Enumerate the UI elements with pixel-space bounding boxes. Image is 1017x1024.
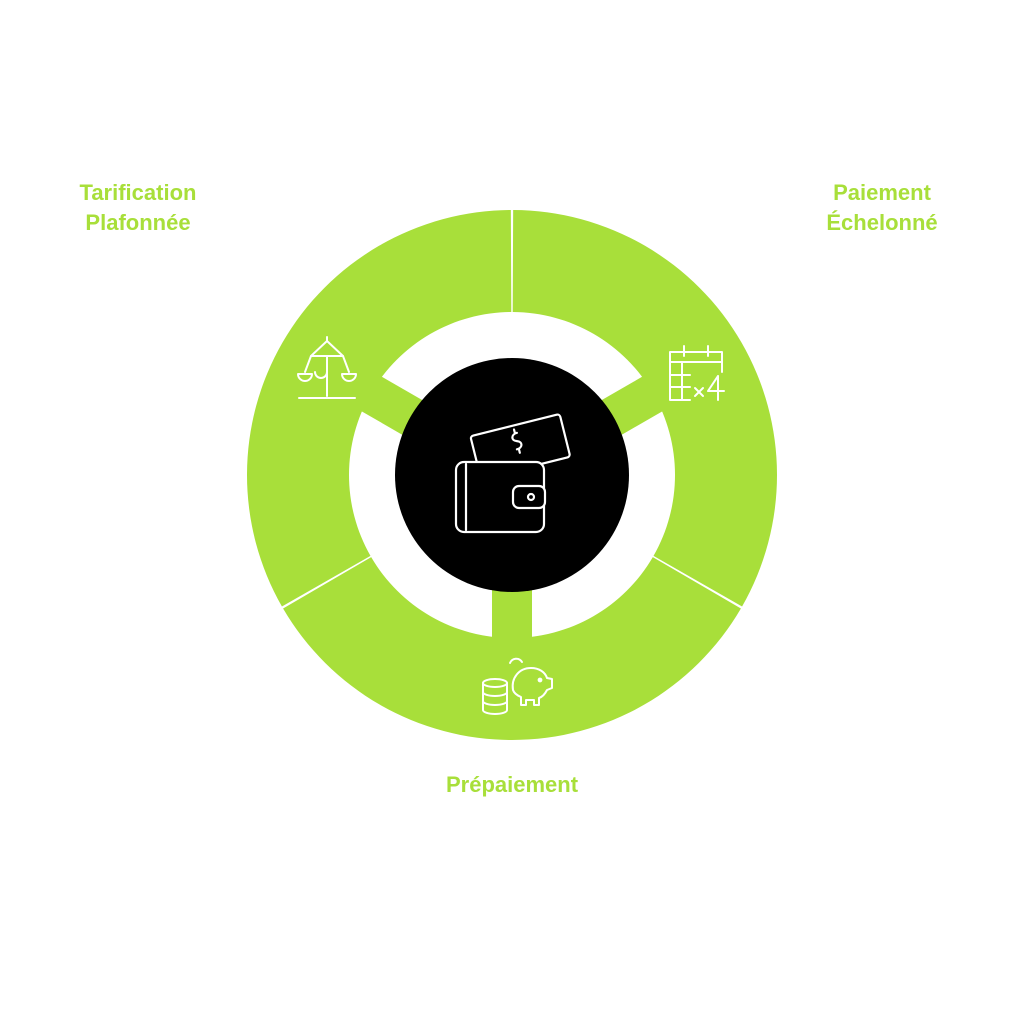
segment-paiement-echelonne	[512, 210, 777, 607]
label-line: Plafonnée	[85, 210, 191, 235]
label-line: Tarification	[79, 180, 197, 205]
label-line: Échelonné	[826, 210, 938, 235]
piggy-bank-coins-icon	[482, 657, 553, 715]
segment-tarification-plafonnee	[246, 210, 512, 607]
segment-prepaiement	[283, 557, 741, 740]
calendar-times-four-icon	[669, 345, 725, 401]
label-paiement-echelonne: Paiement Échelonné	[772, 178, 992, 238]
wallet-with-cash-icon	[454, 413, 571, 534]
label-prepaiement: Prépaiement	[402, 770, 622, 800]
label-tarification-plafonnee: Tarification Plafonnée	[28, 178, 248, 238]
label-line: Prépaiement	[445, 772, 579, 797]
label-line: Paiement	[833, 180, 931, 205]
ring-segments	[246, 210, 777, 740]
carousel-icon	[297, 336, 357, 399]
